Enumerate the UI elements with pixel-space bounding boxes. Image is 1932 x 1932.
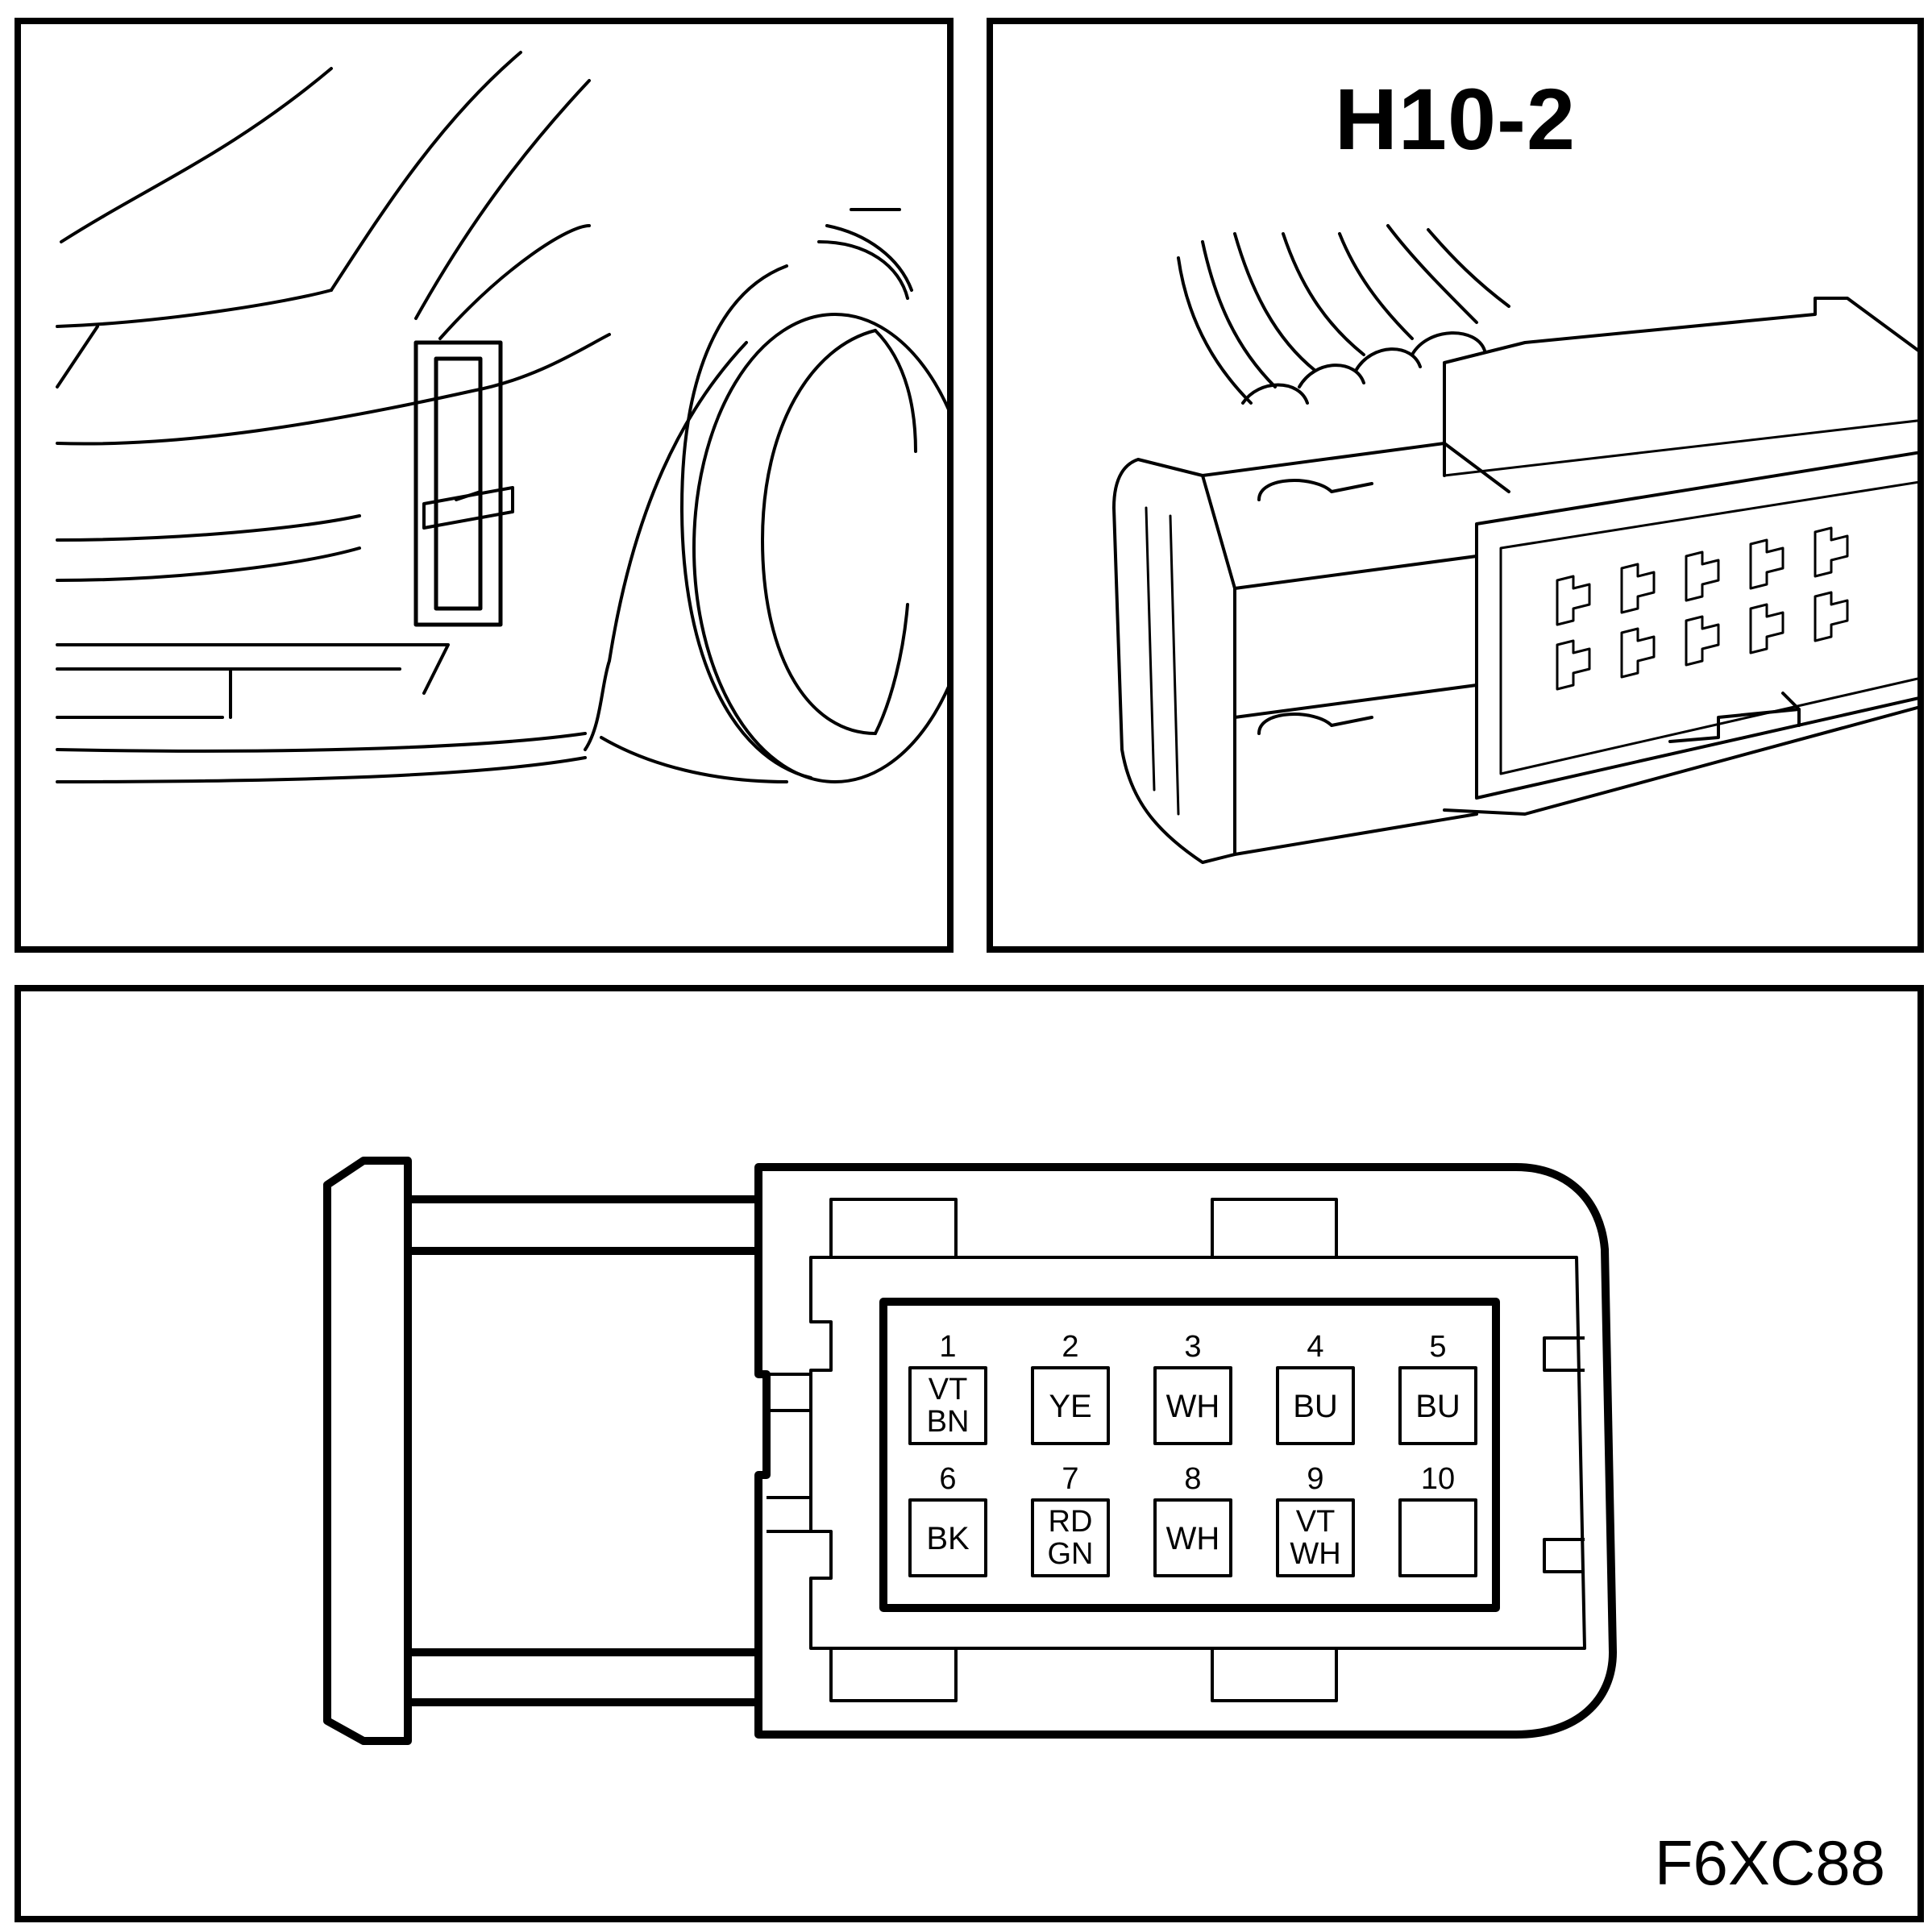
wire-color-label: YE xyxy=(1049,1389,1091,1424)
pin-number: 1 xyxy=(939,1330,956,1364)
wire-color-label: GN xyxy=(1048,1537,1094,1571)
pin-number: 7 xyxy=(1062,1462,1078,1496)
pin-cavity xyxy=(1031,1498,1110,1577)
pin-number: 3 xyxy=(1184,1330,1201,1364)
pin-number: 10 xyxy=(1421,1462,1455,1496)
pin-cavity xyxy=(1276,1498,1355,1577)
pin-cavity xyxy=(1276,1366,1355,1445)
connector-title: H10-2 xyxy=(1334,70,1577,168)
pin-cavity xyxy=(1153,1498,1232,1577)
wire-color-label: BU xyxy=(1415,1389,1460,1424)
pin-5: 5BU xyxy=(1398,1330,1477,1445)
wire-color-label: BU xyxy=(1293,1389,1338,1424)
wire-color-label: VT xyxy=(929,1373,968,1406)
pin-2: 2YE xyxy=(1031,1330,1110,1445)
wire-color-label: BK xyxy=(926,1521,970,1556)
connector-panel: H10-2 xyxy=(987,18,1924,953)
pin-number: 6 xyxy=(939,1462,956,1496)
pin-cavity xyxy=(908,1498,987,1577)
wire-color-label: VT xyxy=(1296,1505,1336,1539)
pin-number: 5 xyxy=(1429,1330,1446,1364)
wire-color-label: WH xyxy=(1166,1521,1220,1556)
pin-number: 2 xyxy=(1062,1330,1078,1364)
vehicle-front-illustration xyxy=(56,51,947,783)
wire-color-label: RD xyxy=(1049,1505,1093,1539)
pin-6: 6BK xyxy=(908,1462,987,1577)
pin-cavity xyxy=(1398,1366,1477,1445)
pin-10: 10 xyxy=(1398,1462,1477,1577)
wire-color-label: WH xyxy=(1290,1537,1340,1571)
figure-code: F6XC88 xyxy=(1654,1827,1885,1898)
pin-4: 4BU xyxy=(1276,1330,1355,1445)
pin-8: 8WH xyxy=(1153,1462,1232,1577)
wire-color-label: WH xyxy=(1166,1389,1220,1424)
pin-number: 4 xyxy=(1307,1330,1323,1364)
pin-cavity xyxy=(1031,1366,1110,1445)
pin-cavity xyxy=(1398,1498,1477,1577)
pin-3: 3WH xyxy=(1153,1330,1232,1445)
connector-3d-illustration xyxy=(1112,224,1917,864)
pin-number: 9 xyxy=(1307,1462,1323,1496)
pin-cavity xyxy=(908,1366,987,1445)
pin-number: 8 xyxy=(1184,1462,1201,1496)
pin-cavity xyxy=(1153,1366,1232,1445)
wire-color-label: BN xyxy=(927,1405,970,1439)
location-panel xyxy=(15,18,954,953)
